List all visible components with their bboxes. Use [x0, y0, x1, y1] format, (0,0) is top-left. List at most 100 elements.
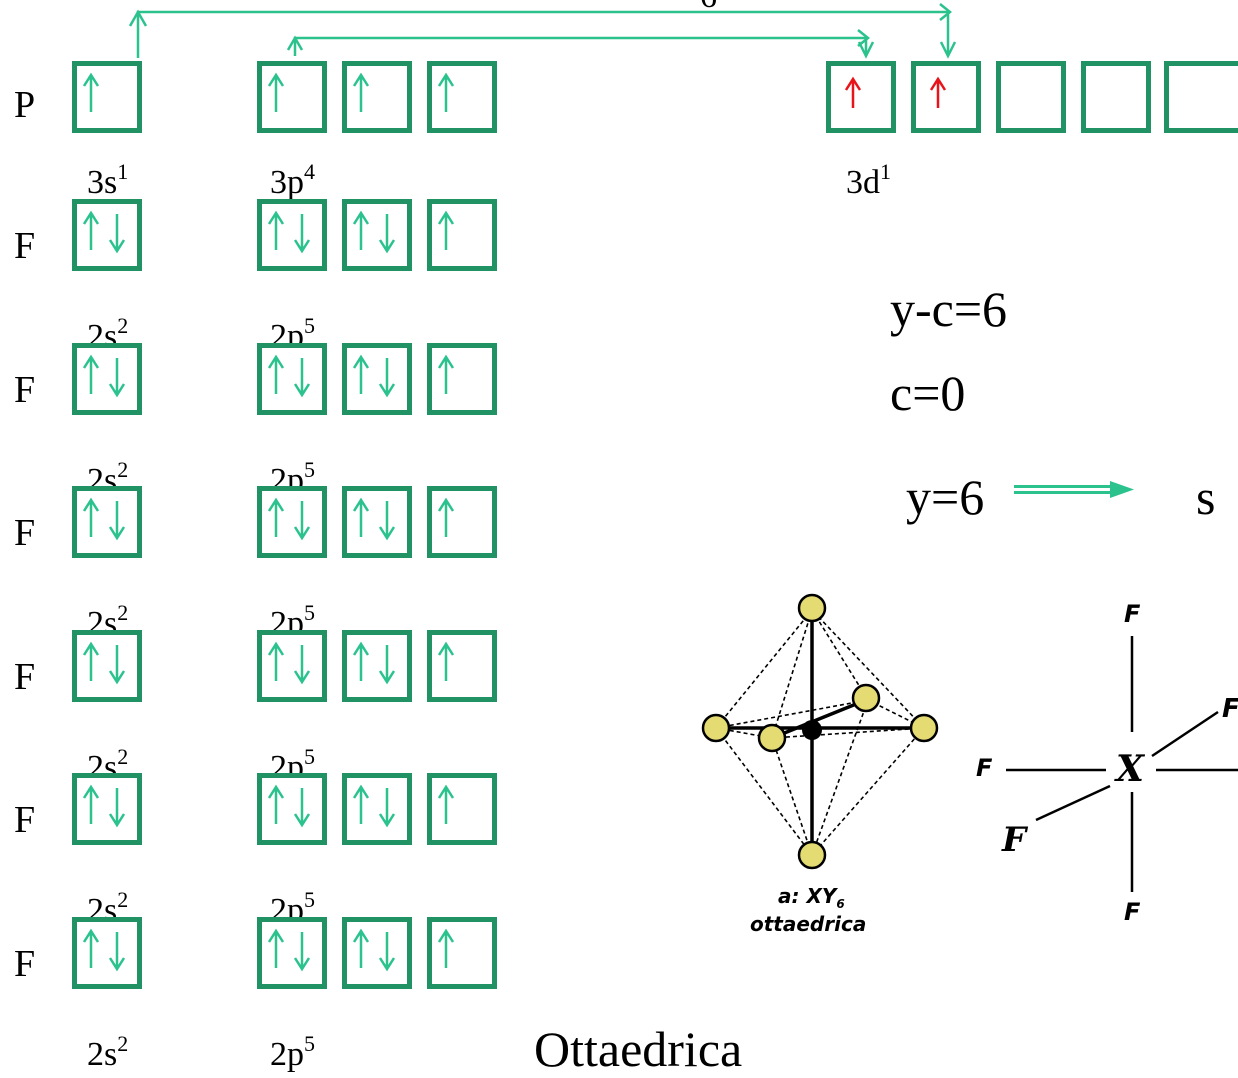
figure-caption-sub: 6 — [836, 897, 845, 911]
orbital-label-exp: 2 — [117, 600, 129, 625]
orbital-box-2p-2 — [342, 773, 412, 845]
orbital-label-exp: 2 — [117, 887, 129, 912]
orbital-label-exp: 2 — [117, 313, 129, 338]
orbital-box-3d-5 — [1164, 61, 1238, 133]
orbital-label-exp: 2 — [117, 457, 129, 482]
electron-up-arrow — [267, 72, 285, 112]
equation-y-minus-c: y-c=6 — [890, 281, 1008, 337]
orbital-label-exp: 2 — [117, 744, 129, 769]
electron-arrows — [267, 784, 311, 828]
orbital-box-3d-4 — [1081, 61, 1151, 133]
orbital-box-2p-3 — [427, 343, 497, 415]
octahedral-ball-stick-figure — [701, 593, 939, 870]
orbital-box-2p-1 — [257, 773, 327, 845]
electron-up-arrow-red — [929, 76, 947, 108]
orbital-label-exp: 5 — [304, 600, 315, 625]
electron-arrows — [267, 210, 311, 254]
atom-label-f: F — [14, 225, 36, 267]
atom-label-f: F — [14, 943, 36, 985]
center-atom-x: X — [1116, 748, 1144, 790]
orbital-box-2p-1 — [257, 917, 327, 989]
figure-caption-xy6: a: XY6 — [778, 884, 845, 911]
electron-arrows — [82, 784, 126, 828]
electron-arrows — [267, 354, 311, 398]
orbital-box-3p-1 — [257, 61, 327, 133]
electron-arrows — [82, 497, 126, 541]
atom-label-f: F — [14, 656, 36, 698]
hybridization-result: s — [1196, 469, 1216, 525]
orbital-box-2s — [72, 486, 142, 558]
orbital-box-2p-2 — [342, 917, 412, 989]
orbital-box-2p-1 — [257, 486, 327, 558]
orbital-label-exp: 5 — [304, 887, 315, 912]
figure-caption-ottaedrica: ottaedrica — [750, 912, 867, 936]
central-atom — [802, 720, 822, 740]
orbital-label-exp: 5 — [304, 1031, 315, 1056]
orbital-box-2p-3 — [427, 773, 497, 845]
orbital-box-3s — [72, 61, 142, 133]
orbital-label-exp: 5 — [304, 457, 315, 482]
electron-arrows — [267, 641, 311, 685]
electron-arrows — [437, 641, 455, 681]
ligand-ball-top — [797, 593, 827, 623]
equation-c: c=0 — [890, 365, 966, 421]
atom-label-p: P — [14, 84, 36, 126]
orbital-box-3d-2 — [911, 61, 981, 133]
electron-arrows — [352, 210, 396, 254]
electron-arrows — [352, 641, 396, 685]
orbital-label-exp: 1 — [880, 159, 891, 184]
orbital-label-base: 3d — [846, 164, 880, 201]
orbital-label-exp: 4 — [304, 159, 315, 184]
figure-caption-base: a: XY — [778, 884, 837, 908]
orbital-box-2p-1 — [257, 630, 327, 702]
electron-arrows — [352, 354, 396, 398]
orbital-box-2p-1 — [257, 343, 327, 415]
orbital-box-2p-2 — [342, 199, 412, 271]
ligand-f-left: F — [976, 754, 993, 782]
orbital-box-2p-3 — [427, 917, 497, 989]
orbital-box-2p-1 — [257, 199, 327, 271]
electron-arrows — [352, 928, 396, 972]
orbital-box-2p-3 — [427, 199, 497, 271]
electron-arrows — [82, 354, 126, 398]
electron-arrows — [352, 784, 396, 828]
electron-arrows — [267, 497, 311, 541]
electron-arrows — [82, 210, 126, 254]
ligand-f-bottom: F — [1124, 898, 1141, 926]
electron-promotion-arrows — [128, 3, 957, 59]
atom-label-f: F — [14, 369, 36, 411]
electron-arrows — [437, 497, 455, 537]
double-arrow-icon — [1014, 481, 1134, 498]
orbital-box-2s — [72, 773, 142, 845]
electron-arrows — [437, 210, 455, 250]
ligand-f-top: F — [1124, 600, 1141, 628]
electron-up-arrow — [437, 72, 455, 112]
electron-up-arrow — [82, 72, 100, 112]
orbital-box-2s — [72, 630, 142, 702]
orbital-box-2p-2 — [342, 486, 412, 558]
electron-arrows — [437, 928, 455, 968]
orbital-box-3p-2 — [342, 61, 412, 133]
ligand-ball-front — [757, 723, 787, 753]
ligand-f-front: F — [1002, 820, 1027, 860]
atom-label-f: F — [14, 512, 36, 554]
orbital-box-3d-1 — [826, 61, 896, 133]
orbital-label-2p: 2p5 — [270, 1033, 315, 1073]
electron-arrows — [267, 928, 311, 972]
orbital-box-3p-3 — [427, 61, 497, 133]
orbital-box-2p-3 — [427, 486, 497, 558]
electron-arrows — [437, 784, 455, 824]
ligand-f-right: F — [1222, 694, 1238, 724]
orbital-label-2s: 2s2 — [87, 1033, 128, 1072]
orbital-label-3s: 3s1 — [87, 161, 128, 200]
electron-arrows — [352, 497, 396, 541]
orbital-label-base: 3p — [270, 164, 304, 201]
orbital-box-2p-3 — [427, 630, 497, 702]
orbital-box-2s — [72, 917, 142, 989]
electron-arrows — [437, 354, 455, 394]
orbital-label-base: 2p — [270, 1036, 304, 1073]
orbital-box-2p-2 — [342, 630, 412, 702]
orbital-label-exp: 5 — [304, 744, 315, 769]
ligand-ball-bottom — [797, 840, 827, 870]
electron-arrows — [82, 641, 126, 685]
